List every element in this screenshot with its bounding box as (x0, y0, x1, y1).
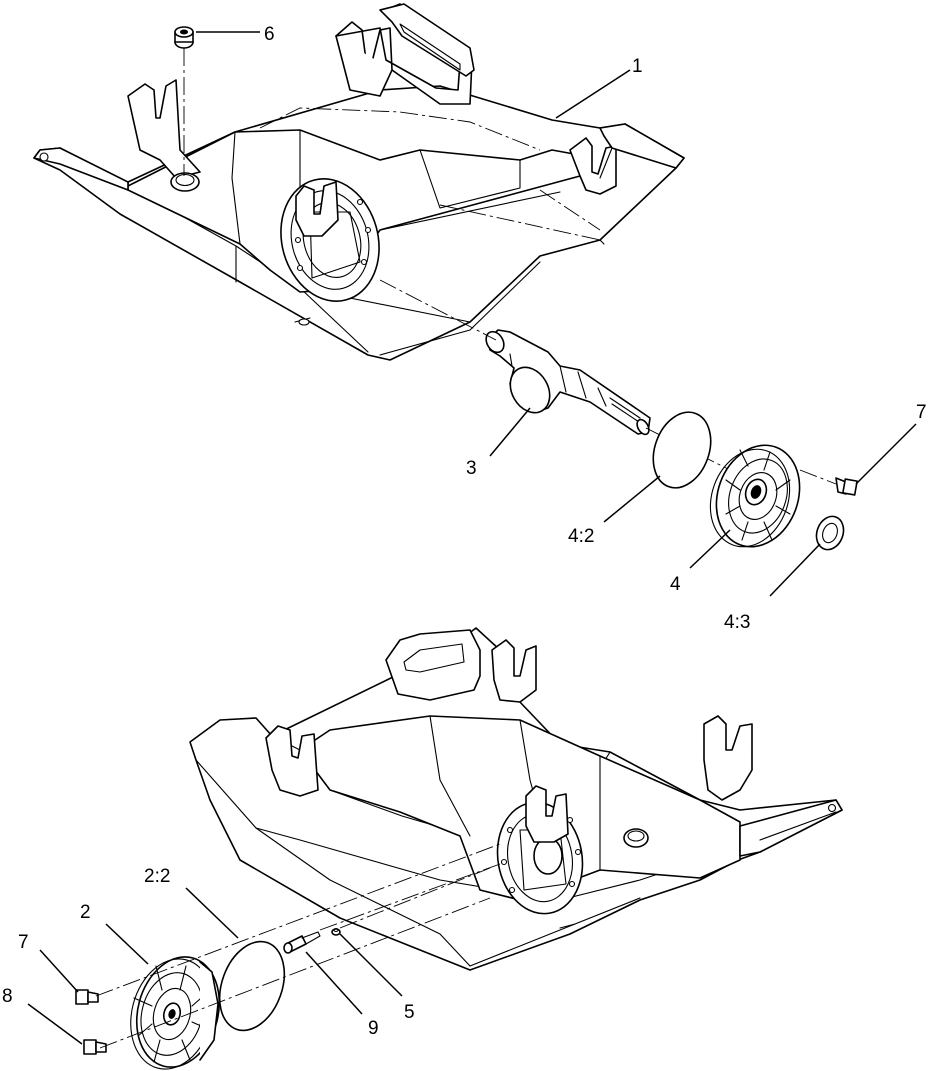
leader-lines (27, 31, 917, 1045)
bolt-7-top (835, 477, 858, 496)
callout-7-bottom: 7 (18, 932, 29, 953)
callout-4-2: 4:2 (568, 526, 594, 547)
grease-fitting-6 (174, 26, 194, 49)
callout-6: 6 (264, 24, 275, 45)
callout-2: 2 (80, 902, 91, 923)
o-ring-4-2 (652, 411, 712, 489)
callout-2-2: 2:2 (144, 866, 170, 887)
base-plate-top (33, 3, 685, 361)
o-ring-2-2 (218, 940, 286, 1032)
callout-5: 5 (404, 1002, 415, 1023)
end-cap-4 (709, 444, 801, 548)
bearing-housing-bottom (496, 785, 584, 915)
callout-3: 3 (466, 458, 477, 479)
callout-9: 9 (368, 1018, 379, 1039)
washer-4-3 (815, 515, 845, 551)
bearing-housing-top (280, 178, 380, 302)
callout-1: 1 (632, 56, 643, 77)
end-cap-2 (130, 956, 221, 1070)
bolt-7-bottom (75, 989, 99, 1005)
fitting-5 (331, 927, 341, 936)
callout-4: 4 (670, 574, 681, 595)
callout-7-top: 7 (916, 402, 927, 423)
screw-9 (283, 931, 321, 954)
base-plate-bottom (189, 627, 843, 971)
eccentric-shaft-3 (485, 329, 651, 436)
callout-4-3: 4:3 (724, 612, 750, 633)
bolt-8 (83, 1039, 107, 1055)
callout-8: 8 (2, 986, 13, 1007)
